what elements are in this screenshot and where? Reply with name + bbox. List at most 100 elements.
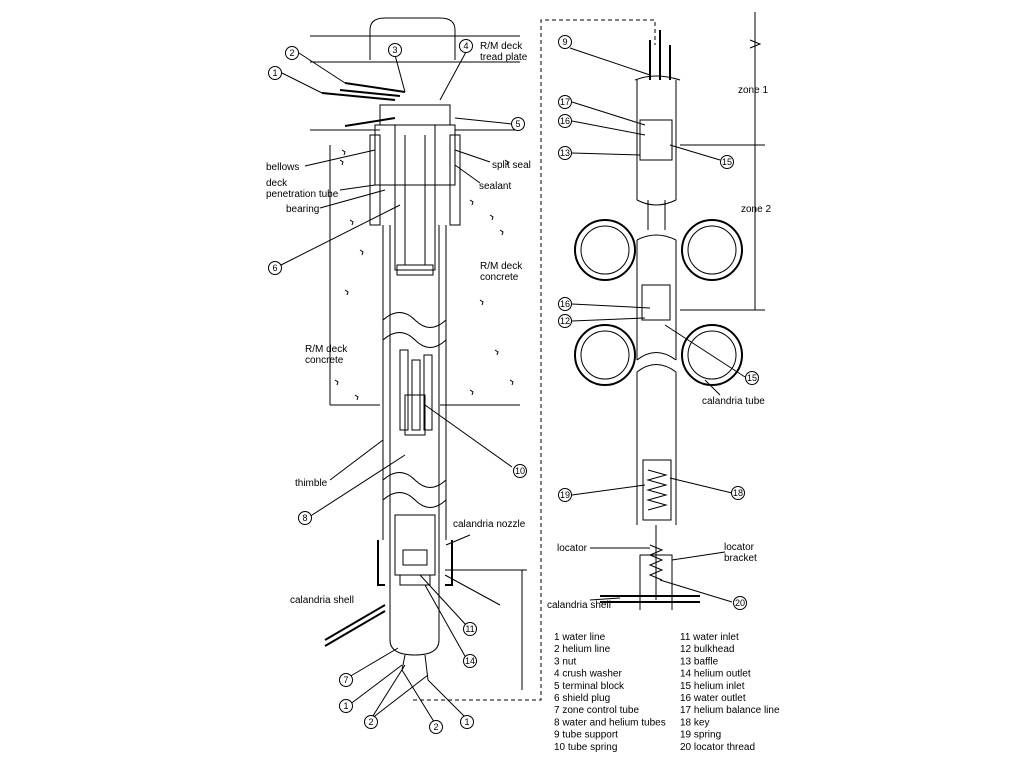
callout-number: 12: [560, 316, 570, 326]
right-labels: zone 1 zone 2 calandria tube locator loc…: [547, 85, 771, 611]
left-assembly: [310, 17, 520, 681]
legend-item: 11 water inlet: [680, 632, 739, 643]
label-zone-1: zone 1: [738, 85, 768, 96]
legend-item: 19 spring: [680, 730, 721, 741]
shield-plug-base: [396, 264, 434, 276]
callout-number: 20: [735, 598, 745, 608]
callout-circle: [558, 95, 572, 109]
legend-item: 5 terminal block: [554, 681, 625, 692]
calandria-tube-inner: [580, 330, 630, 380]
calandria-nozzle-right: [445, 540, 453, 586]
callout-number: 7: [343, 675, 348, 685]
label-sealant: sealant: [479, 181, 511, 192]
callout-circle: [558, 114, 572, 128]
tube-cut: [636, 199, 677, 206]
callout-circle: [513, 464, 527, 478]
callout-circle: [460, 715, 474, 729]
cut-break: [382, 332, 447, 348]
top-dome: [369, 17, 456, 60]
bulkhead-section: [394, 514, 436, 576]
label-calandria-shell-left: calandria shell: [290, 595, 354, 606]
legend-item: 12 bulkhead: [680, 644, 735, 655]
spring-coil: [646, 469, 668, 511]
label-thimble: thimble: [295, 478, 328, 489]
legend-item: 16 water outlet: [680, 693, 746, 704]
legend-item: 18 key: [680, 717, 709, 728]
callout-circle: [429, 720, 443, 734]
label-locator: locator: [557, 543, 588, 554]
callout-number: 1: [464, 717, 469, 727]
label-calandria-shell-right: calandria shell: [547, 600, 611, 611]
callout-circle: [298, 511, 312, 525]
label-bellows: bellows: [266, 162, 299, 173]
cut-break: [382, 472, 447, 488]
tube-end: [401, 654, 406, 671]
legend-item: 8 water and helium tubes: [554, 717, 666, 728]
legend-item: 1 water line: [554, 632, 606, 643]
tube-cut: [636, 352, 677, 361]
calandria-tube-inner: [580, 225, 630, 275]
callout-circle: [339, 673, 353, 687]
callout-number: 1: [272, 68, 277, 78]
callout-number: 2: [368, 717, 373, 727]
calandria-tubes: [574, 219, 743, 386]
calandria-shell-right: [444, 574, 501, 606]
callout-circle: [463, 622, 477, 636]
label-zone-2: zone 2: [741, 204, 771, 215]
callout-circle: [285, 46, 299, 60]
callout-number: 5: [515, 119, 520, 129]
calandria-shell: [324, 604, 386, 641]
callout-number: 15: [747, 373, 757, 383]
water-inlet: [402, 549, 428, 566]
callout-number: 16: [560, 116, 570, 126]
locator-thread: [648, 544, 664, 581]
callout-circle: [388, 43, 402, 57]
tube-support: [634, 75, 681, 81]
calandria-shell: [324, 610, 386, 647]
callout-number: 8: [302, 513, 307, 523]
locator-bracket: [639, 554, 673, 610]
callout-circle: [720, 155, 734, 169]
callout-number: 6: [272, 263, 277, 273]
callout-circle: [511, 117, 525, 131]
calandria-tube-circle: [574, 219, 636, 281]
spring-section: [642, 459, 672, 521]
callout-number: 3: [392, 45, 397, 55]
legend-item: 9 tube support: [554, 730, 618, 741]
calandria-tube-circle: [574, 324, 636, 386]
callout-number: 19: [560, 490, 570, 500]
shield-plug: [394, 124, 436, 271]
callout-circle: [731, 486, 745, 500]
legend-item: 10 tube spring: [554, 742, 617, 753]
callout-number: 9: [562, 37, 567, 47]
helium-line: [344, 117, 396, 127]
callout-circle: [558, 488, 572, 502]
legend-item: 14 helium outlet: [680, 669, 751, 680]
tube-spring: [404, 394, 426, 436]
tube-cut: [636, 234, 677, 241]
legend-item: 15 helium inlet: [680, 681, 745, 692]
cut-break: [382, 312, 447, 328]
helium-outlet: [399, 574, 431, 586]
label-calandria-tube: calandria tube: [702, 396, 765, 407]
zone-tube-bottom: [389, 639, 440, 656]
callout-number: 1: [343, 701, 348, 711]
zone-dimensions: [680, 12, 765, 311]
callout-circle: [558, 314, 572, 328]
callout-number: 17: [560, 97, 570, 107]
callout-number: 2: [289, 48, 294, 58]
callout-circle: [268, 261, 282, 275]
callout-number: 16: [560, 299, 570, 309]
legend-item: 13 baffle: [680, 656, 719, 667]
calandria-tube-circle: [681, 324, 743, 386]
legend-item: 20 locator thread: [680, 742, 755, 753]
callout-number: 18: [733, 488, 743, 498]
callout-number: 10: [515, 466, 525, 476]
label-locator-bracket: locator bracket: [724, 542, 757, 564]
label-rm-deck-concrete-right: R/M deck concrete: [480, 261, 525, 283]
left-labels: R/M deck tread plate bellows deck penetr…: [266, 41, 531, 606]
